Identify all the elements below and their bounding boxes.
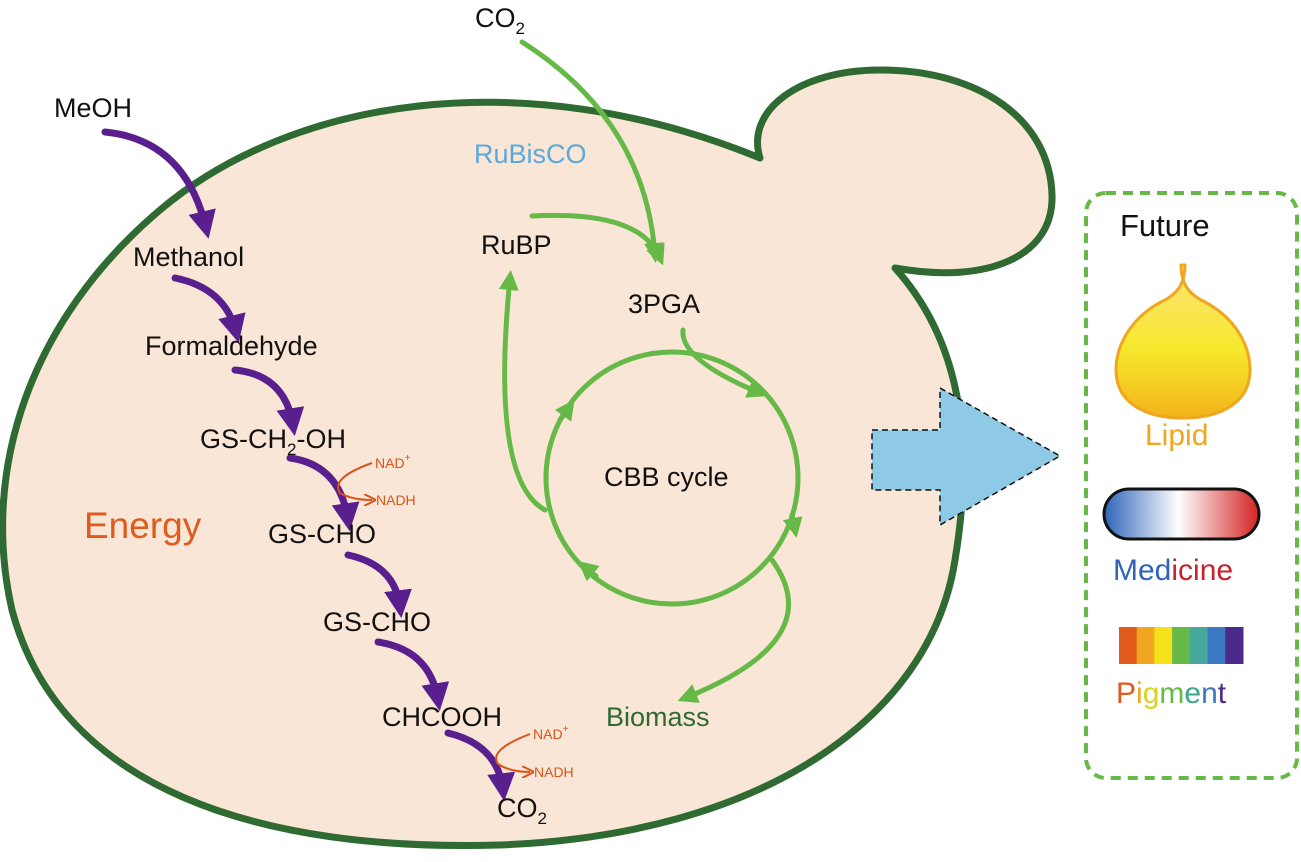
arrow-3pga-cycle	[680, 327, 768, 398]
label-medicine: Medicine	[1113, 554, 1233, 587]
future-panel	[1084, 191, 1299, 780]
arrow-gscho-chcooh	[374, 638, 450, 712]
rainbow-stripe	[1136, 627, 1155, 664]
yeast-cell	[0, 66, 1056, 849]
label-nad-1: NAD+	[375, 453, 411, 471]
label-nadh-1: NADH	[376, 492, 416, 508]
pigment-rainbow-icon	[1119, 627, 1244, 664]
cbb-arrows	[498, 39, 803, 703]
nad-side-arrows	[337, 462, 530, 772]
arrow-co2-3pga	[519, 39, 665, 263]
label-co2-in: CO2	[475, 3, 525, 38]
label-cbb-cycle: CBB cycle	[604, 462, 729, 492]
label-future: Future	[1120, 208, 1210, 243]
methanol-labels: MeOH Methanol Formaldehyde GS-CH2-OH GS-…	[54, 93, 547, 828]
label-gs-cho-1: GS-CHO	[268, 519, 376, 549]
rainbow-stripe	[1207, 627, 1226, 664]
arrow-formaldehyde-gsch2oh	[231, 366, 305, 437]
pigment-letter: n	[1201, 677, 1218, 710]
cycle-marker-left	[554, 399, 575, 423]
arrow-rubp-3pga	[529, 212, 665, 266]
pigment-letter: P	[1116, 677, 1136, 710]
label-rubisco: RuBisCO	[474, 139, 587, 169]
nad-arrow-2	[495, 733, 530, 772]
label-pigment: Pigment	[1116, 677, 1227, 710]
arrow-chcooh-co2	[444, 729, 516, 802]
label-gs-ch2-oh: GS-CH2-OH	[200, 424, 346, 459]
label-3pga: 3PGA	[628, 289, 700, 319]
arrow-cycle-rubp	[498, 270, 548, 513]
pigment-letter: m	[1159, 677, 1184, 710]
cbb-cycle-ring	[543, 349, 801, 607]
pigment-letter: t	[1218, 677, 1227, 710]
label-gs-cho-2: GS-CHO	[323, 607, 431, 637]
label-chcooh: CHCOOH	[382, 702, 502, 732]
arrow-gscho-gscho	[344, 551, 412, 619]
pigment-letter: g	[1143, 677, 1160, 710]
rainbow-stripe	[1172, 627, 1191, 664]
rainbow-stripe	[1225, 627, 1244, 664]
methanol-arrows	[101, 128, 516, 802]
arrow-methanol-formaldehyde	[171, 274, 246, 343]
rainbow-stripe	[1154, 627, 1173, 664]
pigment-letter: i	[1136, 677, 1143, 710]
label-energy: Energy	[84, 505, 202, 546]
medicine-capsule-icon	[1102, 487, 1261, 541]
rainbow-stripe	[1189, 627, 1209, 664]
cbb-labels: CO2 RuBisCO RuBP 3PGA CBB cycle Biomass	[474, 3, 729, 732]
arrow-meoh-methanol	[101, 128, 216, 239]
label-nad-2: NAD+	[533, 724, 569, 742]
lipid-droplet-icon	[1114, 263, 1252, 420]
label-rubp: RuBP	[481, 230, 552, 260]
nad-arrow-1	[337, 462, 372, 500]
cycle-marker-bottom	[577, 560, 600, 582]
label-lipid: Lipid	[1145, 419, 1208, 452]
nad-labels: NAD+ NADH NAD+ NADH	[375, 453, 574, 780]
arrow-cycle-biomass	[677, 557, 791, 703]
label-methanol: Methanol	[133, 242, 244, 272]
arrow-gsch2oh-gscho	[286, 454, 360, 532]
label-meoh: MeOH	[54, 93, 132, 123]
label-formaldehyde: Formaldehyde	[145, 331, 318, 361]
label-nadh-2: NADH	[534, 764, 574, 780]
rainbow-stripe	[1119, 627, 1138, 664]
output-arrow	[871, 386, 1062, 527]
label-biomass: Biomass	[606, 702, 710, 732]
label-co2-out: CO2	[497, 793, 547, 828]
pigment-letter: e	[1184, 677, 1201, 710]
cycle-marker-right	[782, 512, 803, 538]
